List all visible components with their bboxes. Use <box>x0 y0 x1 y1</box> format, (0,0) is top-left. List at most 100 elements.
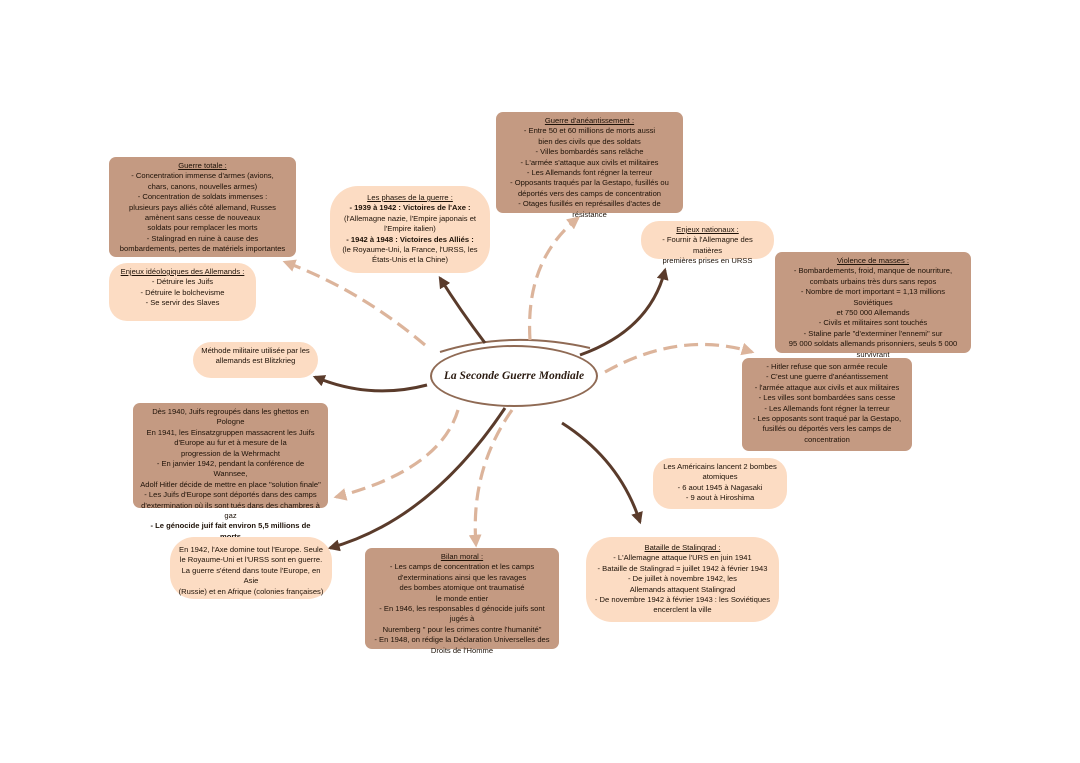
stalingrad-line: Allemands attaquent Stalingrad <box>629 584 736 594</box>
aneantissement-line: - Opposants traqués par la Gestapo, fusi… <box>510 178 669 188</box>
violence-line: survivrant <box>856 349 890 359</box>
phases-line: (le Royaume-Uni, la France, l'URSS, les <box>342 245 478 255</box>
aneantissement-title: Guerre d'anéantissement : <box>544 116 635 125</box>
violence-line: - Nombre de mort important = 1,13 millio… <box>800 287 946 307</box>
stalingrad-line: - L'Allemagne attaque l'URS en juin 1941 <box>613 553 752 563</box>
genocide-box: Dès 1940, Juifs regroupés dans les ghett… <box>133 403 328 541</box>
guerre-totale-line: chars, canons, nouvelles armes) <box>147 181 258 191</box>
violence-line: - Staline parle "d'exterminer l'ennemi" … <box>803 328 943 338</box>
bilan-box: Bilan moral : - Les camps de concentrati… <box>365 548 559 655</box>
violence-line: et 750 000 Allemands <box>836 308 910 318</box>
bombes-line: Les Américains lancent 2 bombes <box>663 462 777 471</box>
axe-1942-line: le Royaume-Uni et l'URSS sont en guerre. <box>179 555 323 565</box>
aneantissement-line: - L'armée s'attaque aux civils et milita… <box>520 157 659 167</box>
hitler-line: concentration <box>804 434 850 444</box>
arrow-to-aneantissement <box>527 216 581 341</box>
violence-line: combats urbains très durs sans repos <box>809 276 937 286</box>
aneantissement-box: Guerre d'anéantissement : - Entre 50 et … <box>496 112 683 219</box>
enjeux-ideologiques-line: - Détruire les Juifs <box>151 277 214 287</box>
arrow-to-bilan <box>468 409 514 548</box>
hitler-line: - Les villes sont bombardées sans cesse <box>758 393 896 403</box>
axe-1942-line: En 1942, l'Axe domine tout l'Europe. Seu… <box>179 545 323 554</box>
enjeux-nationaux-box: Enjeux nationaux : - Fournir à l'Allemag… <box>641 221 774 265</box>
guerre-totale-line: bombardements, pertes de matériels impor… <box>119 244 286 254</box>
enjeux-ideologiques-box: Enjeux idéologiques des Allemands : - Dé… <box>109 263 256 321</box>
aneantissement-line: - Les Allemands font régner la terreur <box>526 168 653 178</box>
enjeux-nationaux-line: premières prises en URSS <box>662 256 753 266</box>
methode-line: Méthode militaire utilisée par les <box>201 346 310 355</box>
phases-box: Les phases de la guerre : - 1939 à 1942 … <box>330 186 490 273</box>
arrow-to-violence <box>604 342 755 374</box>
aneantissement-line: déportés vers des camps de concentration <box>517 188 662 198</box>
enjeux-nationaux-title: Enjeux nationaux : <box>676 225 739 234</box>
central-topic: La Seconde Guerre Mondiale <box>430 345 598 407</box>
guerre-totale-line: - Concentration immense d'armes (avions, <box>131 171 274 181</box>
bilan-line: - En 1948, on rédige la Déclaration Univ… <box>374 635 550 645</box>
aneantissement-line: - Entre 50 et 60 millions de morts aussi <box>523 126 656 136</box>
hitler-line: - C'est une guerre d'anéantissement <box>766 372 888 382</box>
stalingrad-title: Bataille de Stalingrad : <box>644 543 721 552</box>
genocide-line: En 1941, les Einsatzgruppen massacrent l… <box>146 427 315 437</box>
guerre-totale-line: - Stalingrad en ruine à cause des <box>146 233 259 243</box>
violence-box: Violence de masses : - Bombardements, fr… <box>775 252 971 359</box>
hitler-line: - Hitler refuse que son armée recule <box>766 362 888 371</box>
bilan-line: - En 1946, les responsables d génocide j… <box>379 604 545 624</box>
bombes-line: - 9 aout à Hiroshima <box>685 493 755 503</box>
arrow-to-phases <box>438 275 487 344</box>
bombes-line: atomiques <box>702 472 738 482</box>
violence-line: - Bombardements, froid, manque de nourri… <box>793 266 953 276</box>
genocide-line: d'Europe au fur et à mesure de la <box>174 438 287 448</box>
genocide-line: progression de la Wehrmacht <box>180 448 281 458</box>
hitler-line: - Les Allemands font régner la terreur <box>764 403 890 413</box>
stalingrad-line: - De novembre 1942 à février 1943 : les … <box>594 595 771 605</box>
bilan-line: le monde entier <box>435 593 489 603</box>
guerre-totale-line: plusieurs pays alliés côté allemand, Rus… <box>129 202 276 212</box>
phases-line: l'Empire italien) <box>384 224 436 234</box>
stalingrad-box: Bataille de Stalingrad : - L'Allemagne a… <box>586 537 779 622</box>
violence-line: - Civils et militaires sont touchés <box>818 318 928 328</box>
bilan-line: Nuremberg " pour les crimes contre l'hum… <box>382 624 542 634</box>
axe-1942-line: La guerre s'étend dans toute l'Europe, e… <box>181 565 321 586</box>
genocide-line: - Les Juifs d'Europe sont déportés dans … <box>144 490 317 500</box>
arrow-to-guerre-totale <box>282 259 427 347</box>
axe-1942-line: (Russie) et en Afrique (colonies françai… <box>178 586 324 596</box>
guerre-totale-line: soldats pour remplacer les morts <box>147 223 258 233</box>
methode-line: allemands est Blitzkrieg <box>215 356 296 366</box>
genocide-line: - En janvier 1942, pendant la conférence… <box>156 459 305 479</box>
enjeux-ideologiques-line: - Se servir des Slaves <box>145 298 220 308</box>
bilan-line: d'exterminations ainsi que les ravages <box>397 572 527 582</box>
arrow-to-enjeux-nationaux <box>579 267 669 357</box>
violence-title: Violence de masses : <box>836 256 910 265</box>
bilan-line: des bombes atomique ont traumatisé <box>399 583 525 593</box>
phases-period-1: - 1939 à 1942 : Victoires de l'Axe : <box>349 203 471 213</box>
genocide-line: d'extermination où ils sont tués dans de… <box>141 500 320 521</box>
stalingrad-line: encerclent la ville <box>653 605 712 615</box>
bombes-line: - 6 aout 1945 à Nagasaki <box>677 482 763 492</box>
aneantissement-line: - Otages fusillés en représailles d'acte… <box>518 199 661 219</box>
aneantissement-line: - Villes bombardés sans relâche <box>535 147 644 157</box>
hitler-line: - Les opposants sont traqué par la Gesta… <box>752 414 902 424</box>
genocide-line: Adolf Hitler décide de mettre en place "… <box>140 479 321 489</box>
center-swirl <box>439 338 591 353</box>
phases-line: (l'Allemagne nazie, l'Empire japonais et <box>343 213 477 223</box>
enjeux-ideologiques-line: - Détruire le bolchevisme <box>140 287 225 297</box>
violence-line: 95 000 soldats allemands prisonniers, se… <box>788 339 958 349</box>
bilan-line: Droits de l'Homme <box>430 645 494 655</box>
bombes-box: Les Américains lancent 2 bombes atomique… <box>653 458 787 509</box>
stalingrad-line: - Bataille de Stalingrad = juillet 1942 … <box>597 563 768 573</box>
hitler-line: fusillés ou déportés vers les camps de <box>762 424 892 434</box>
aneantissement-line: bien des civils que des soldats <box>538 136 641 146</box>
arrow-to-methode <box>312 375 428 393</box>
genocide-line: - Le génocide juif fait environ 5,5 mill… <box>150 521 311 540</box>
guerre-totale-box: Guerre totale : - Concentration immense … <box>109 157 296 257</box>
stalingrad-line: - De juillet à novembre 1942, les <box>628 574 737 584</box>
enjeux-ideologiques-title: Enjeux idéologiques des Allemands : <box>120 267 245 276</box>
hitler-box: - Hitler refuse que son armée recule - C… <box>742 358 912 451</box>
methode-box: Méthode militaire utilisée par les allem… <box>193 342 318 378</box>
arrow-to-axe-1942 <box>327 407 507 552</box>
phases-line: États-Unis et la Chine) <box>372 255 448 265</box>
genocide-line: Dès 1940, Juifs regroupés dans les ghett… <box>152 407 309 427</box>
guerre-totale-line: - Concentration de soldats immenses : <box>137 192 268 202</box>
phases-title: Les phases de la guerre : <box>367 193 453 202</box>
